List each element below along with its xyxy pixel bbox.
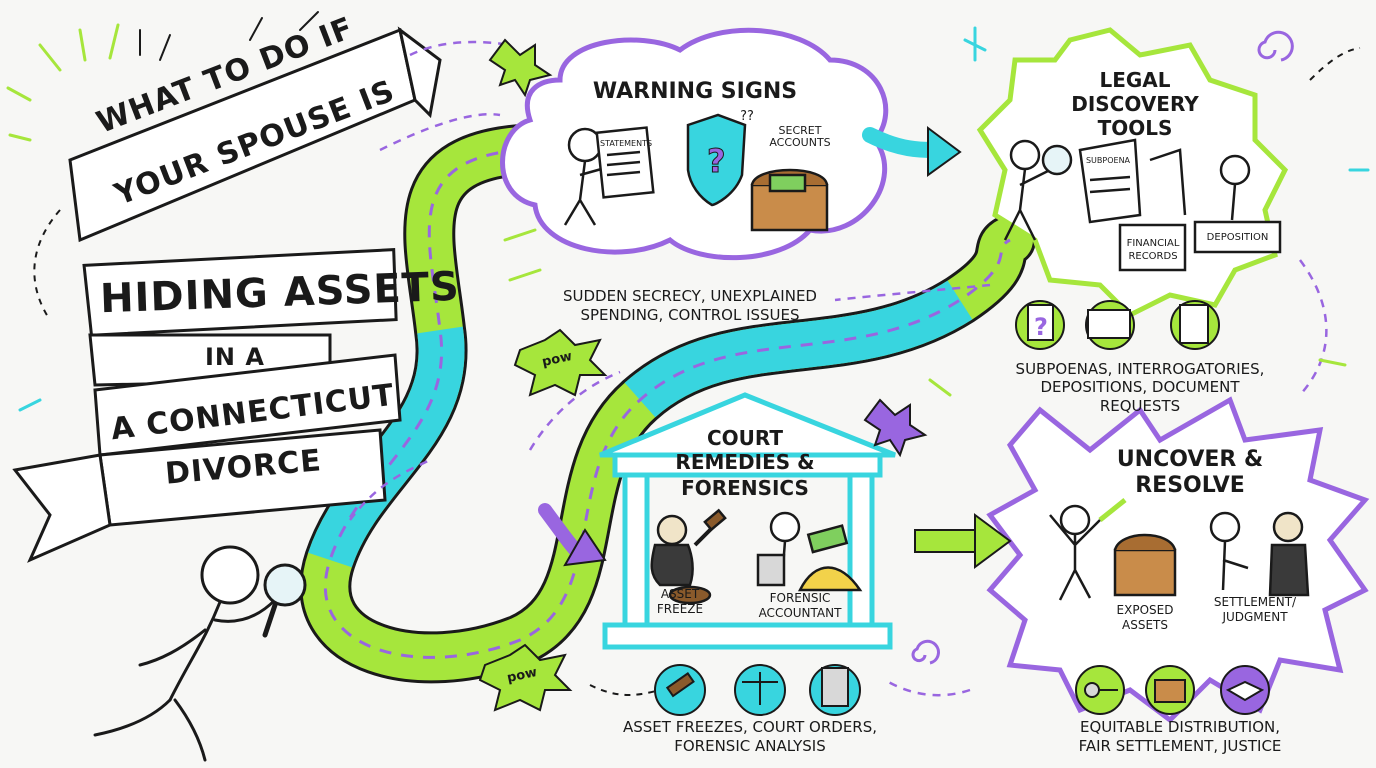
court-title-line-1: Court (706, 426, 784, 450)
discovery-title-line-2: Discovery (1071, 92, 1199, 116)
warning-statements-label: Statements (600, 139, 653, 148)
arrow-warning-to-discovery (862, 127, 943, 158)
warning-title: Warning Signs (592, 79, 798, 104)
arrow-head-2 (974, 513, 1012, 569)
court-asset-label: Asset (660, 587, 700, 601)
court-freeze-label: Freeze (656, 602, 704, 616)
resolve-caption-line-2: fair settlement, justice (1078, 737, 1282, 755)
warning-secret-accounts-label: Secret Accounts (769, 124, 831, 150)
pow-burst-2 (478, 643, 573, 712)
discovery-financial-label: Financial (1126, 238, 1180, 249)
dashed-connectors (349, 40, 1328, 697)
arrow-court-to-resolve (914, 529, 981, 553)
court-building (599, 392, 896, 650)
warning-figures: ? (563, 113, 829, 232)
discovery-figures (1003, 138, 1282, 272)
court-accountant-label: Accountant (758, 606, 842, 620)
court-caption-line-2: forensic analysis (674, 737, 826, 755)
arrow-head-3 (563, 528, 607, 567)
resolve-caption-line-1: Equitable distribution, (1080, 718, 1280, 736)
svg-text:?: ? (707, 142, 726, 180)
burst-decor-2 (863, 398, 928, 458)
resolve-assets-label: Assets (1122, 618, 1168, 632)
question-icon: ? (1034, 313, 1048, 341)
court-caption-line-1: Asset freezes, court orders, (622, 718, 878, 736)
sparkle-decor (18, 26, 1370, 412)
discovery-title-line-3: Tools (1097, 116, 1173, 140)
resolve-starburst (986, 396, 1370, 724)
court-forensic-label: Forensic (769, 591, 831, 605)
court-title-line-3: Forensics (681, 476, 809, 500)
resolve-title-line-2: Resolve (1135, 473, 1245, 498)
discovery-caption-line-1: Subpoenas, interrogatories, (1015, 360, 1265, 378)
discovery-subpoena-label: Subpoena (1085, 156, 1131, 165)
resolve-title-line-1: Uncover & (1116, 447, 1264, 472)
discovery-deposition-label: Deposition (1206, 232, 1269, 243)
discovery-title-line-1: Legal (1099, 68, 1171, 92)
warning-question-marks: ?? (740, 109, 754, 124)
court-icons (654, 664, 861, 716)
resolve-settlement-label: Settlement/ (1213, 595, 1297, 609)
resolve-figures (1049, 498, 1310, 601)
burst-decor (488, 38, 553, 98)
discovery-caption-line-2: depositions, document requests (1040, 378, 1240, 415)
title-line-4: in a (205, 343, 265, 371)
discovery-records-label: Records (1128, 251, 1178, 262)
resolve-exposed-label: Exposed (1116, 603, 1174, 617)
detective-figure (93, 545, 307, 762)
dashed-ink-connectors (33, 47, 1361, 696)
title-ribbon (12, 26, 442, 563)
pow-burst-1 (513, 328, 608, 397)
court-title-line-2: Remedies & (675, 450, 815, 474)
title-burst-lines (6, 23, 120, 142)
resolve-icons (1075, 665, 1270, 715)
resolve-judgment-label: Judgment (1222, 610, 1288, 624)
green-sparkles (503, 228, 1347, 397)
court-figures (650, 508, 863, 605)
discovery-icons (1015, 300, 1220, 350)
arrow-head-1 (927, 126, 962, 177)
warning-caption-line-1: Sudden secrecy, unexplained (563, 287, 817, 305)
warning-caption-line-2: spending, control issues (580, 306, 800, 324)
spiral-decor (911, 30, 1294, 665)
title-ink-burst (139, 11, 319, 61)
